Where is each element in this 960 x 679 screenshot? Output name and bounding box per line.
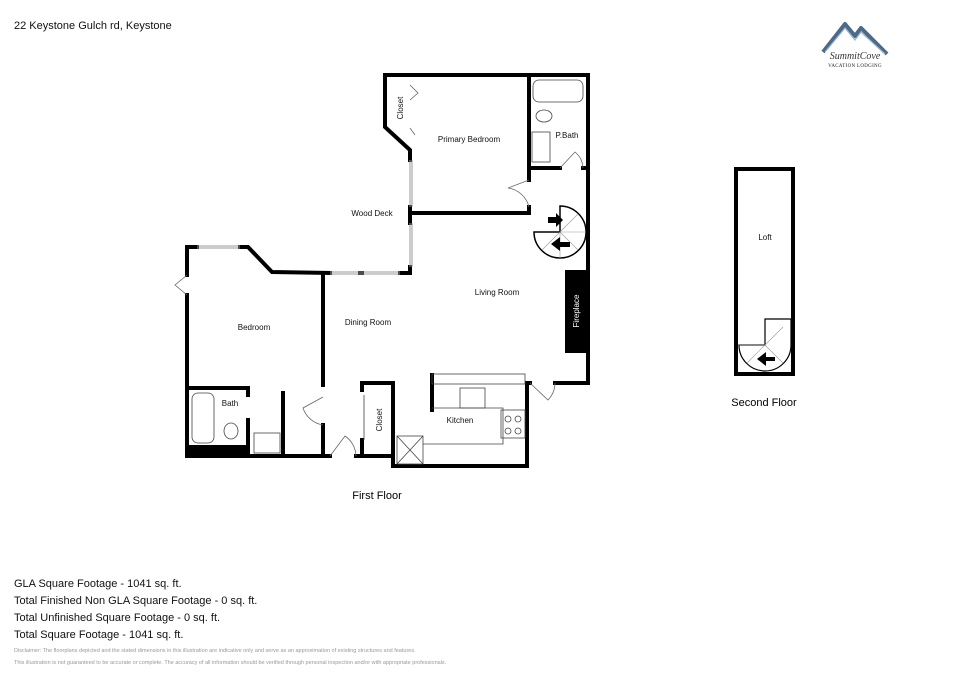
windows [197, 160, 413, 275]
stat-finished-non-gla: Total Finished Non GLA Square Footage - … [14, 595, 258, 607]
first-floor-label: First Floor [352, 490, 402, 502]
fireplace [565, 270, 588, 353]
doors [174, 84, 584, 457]
disclaimer-line-1: Disclaimer: The floorplans depicted and … [14, 648, 416, 654]
room-loft: Loft [758, 233, 772, 242]
room-fireplace: Fireplace [572, 294, 581, 327]
room-bath: Bath [222, 399, 238, 408]
room-bedroom: Bedroom [238, 323, 271, 332]
disclaimer-line-2: This illustration is not guaranteed to b… [14, 660, 447, 666]
spiral-stair-first-floor [533, 205, 587, 259]
room-pbath: P.Bath [556, 131, 579, 140]
svg-text:VACATION LODGING: VACATION LODGING [828, 64, 882, 69]
property-address: 22 Keystone Gulch rd, Keystone [14, 20, 172, 32]
room-primary-bedroom: Primary Bedroom [438, 135, 501, 144]
room-dining-room: Dining Room [345, 318, 392, 327]
room-labels: Primary Bedroom Closet P.Bath Wood Deck … [222, 96, 797, 502]
svg-text:SummitCove: SummitCove [830, 51, 881, 62]
fixtures [191, 79, 584, 465]
spiral-stair-second-floor [738, 318, 792, 372]
stat-unfinished: Total Unfinished Square Footage - 0 sq. … [14, 612, 221, 624]
walls [185, 73, 590, 468]
room-kitchen: Kitchen [447, 416, 474, 425]
second-floor-label: Second Floor [731, 397, 797, 409]
room-wood-deck: Wood Deck [351, 209, 393, 218]
loft-outline [734, 167, 795, 376]
room-closet-primary: Closet [396, 96, 405, 119]
square-footage-summary: GLA Square Footage - 1041 sq. ft. Total … [14, 576, 257, 644]
summitcove-logo: SummitCove VACATION LODGING [821, 22, 889, 69]
room-closet: Closet [375, 408, 384, 431]
stat-gla: GLA Square Footage - 1041 sq. ft. [14, 578, 182, 590]
bath-base [187, 445, 248, 456]
stat-total: Total Square Footage - 1041 sq. ft. [14, 629, 184, 641]
room-living-room: Living Room [475, 288, 520, 297]
